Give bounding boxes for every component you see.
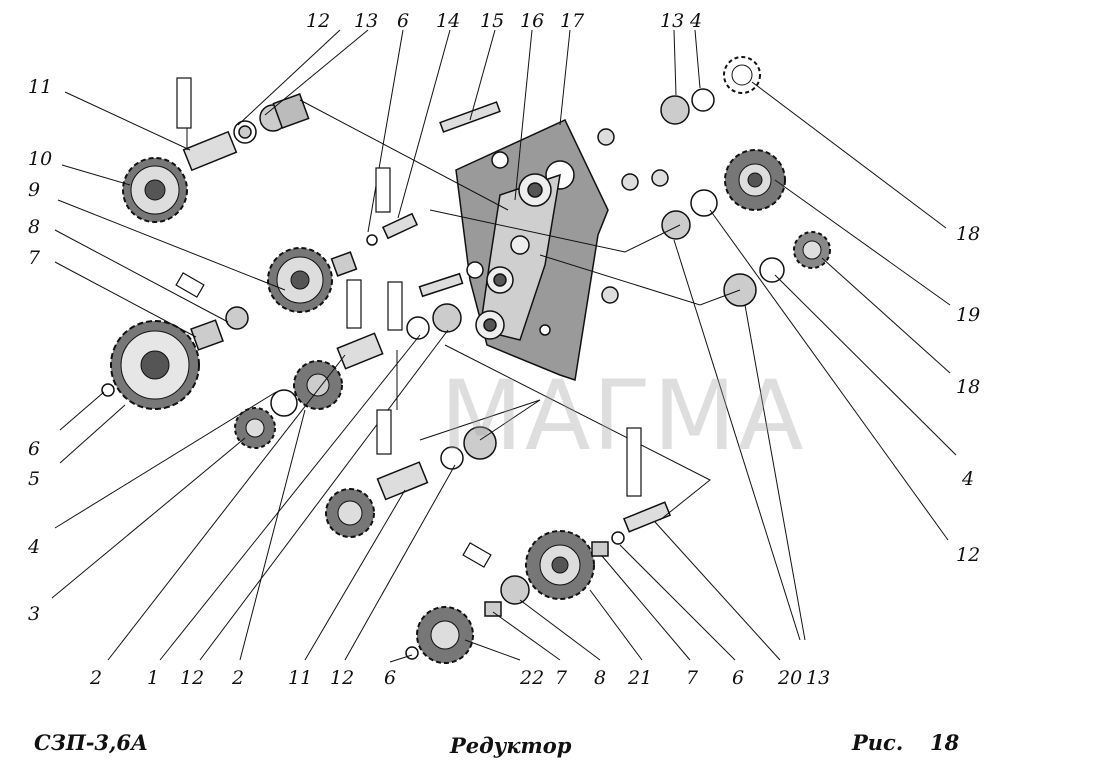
callout-10: 10 xyxy=(28,148,53,170)
figure-number: 18 xyxy=(930,730,960,755)
callout-20: 20 xyxy=(778,667,803,689)
housing-plate xyxy=(455,119,609,381)
callout-6-bottom-a: 6 xyxy=(384,667,397,689)
sprocket-18-upper xyxy=(723,56,761,94)
gear-11-lower xyxy=(325,488,375,538)
callout-8-left: 8 xyxy=(28,216,41,238)
machine-model: СЗП-3,6А xyxy=(34,730,149,755)
pointer-tags xyxy=(175,77,642,568)
callout-7-bottom-b: 7 xyxy=(686,667,699,689)
figure-label: Рис. xyxy=(852,730,904,755)
callout-22: 22 xyxy=(520,667,545,689)
callout-3: 3 xyxy=(28,603,41,625)
callout-14: 14 xyxy=(436,10,461,32)
leader-lines xyxy=(51,29,957,663)
figure-title: Редуктор xyxy=(450,733,572,758)
shafts-and-bushings xyxy=(101,88,785,660)
callout-1: 1 xyxy=(147,667,160,689)
gear-19 xyxy=(724,149,786,211)
gear-4-hub xyxy=(293,360,343,410)
callout-2-bottom-a: 2 xyxy=(90,667,103,689)
callout-17: 17 xyxy=(560,10,585,32)
callout-7-bottom-a: 7 xyxy=(555,667,568,689)
callout-5: 5 xyxy=(28,468,41,490)
callout-15: 15 xyxy=(480,10,505,32)
callout-13-top-right: 13 xyxy=(660,10,685,32)
callout-21: 21 xyxy=(628,667,653,689)
callout-18-upper: 18 xyxy=(956,223,981,245)
gear-22 xyxy=(416,606,474,664)
gear-5 xyxy=(110,320,200,410)
callout-2-bottom-b: 2 xyxy=(232,667,245,689)
callout-4-left: 4 xyxy=(28,536,41,558)
callout-4-right: 4 xyxy=(962,468,975,490)
callout-12-bottom-b: 12 xyxy=(330,667,355,689)
callout-12-bottom-a: 12 xyxy=(180,667,205,689)
callout-12-top: 12 xyxy=(306,10,331,32)
callout-13-top: 13 xyxy=(354,10,379,32)
callout-18-lower: 18 xyxy=(956,376,981,398)
callout-16: 16 xyxy=(520,10,545,32)
callout-11-left: 11 xyxy=(28,76,53,98)
callout-13-bottom: 13 xyxy=(806,667,831,689)
watermark: МАГМА xyxy=(440,360,806,472)
callout-4-top: 4 xyxy=(690,10,703,32)
callout-6-left: 6 xyxy=(28,438,41,460)
callout-8-bottom: 8 xyxy=(594,667,607,689)
gear-10 xyxy=(122,157,188,223)
callout-6-top: 6 xyxy=(397,10,410,32)
callout-6-bottom-b: 6 xyxy=(732,667,745,689)
callout-7-left: 7 xyxy=(28,247,41,269)
gear-21 xyxy=(525,530,595,600)
callout-19: 19 xyxy=(956,304,981,326)
callout-11-bottom: 11 xyxy=(288,667,313,689)
callout-9: 9 xyxy=(28,179,41,201)
callout-12-right: 12 xyxy=(956,544,981,566)
gear-9 xyxy=(267,247,333,313)
sprocket-18-lower xyxy=(793,231,831,269)
